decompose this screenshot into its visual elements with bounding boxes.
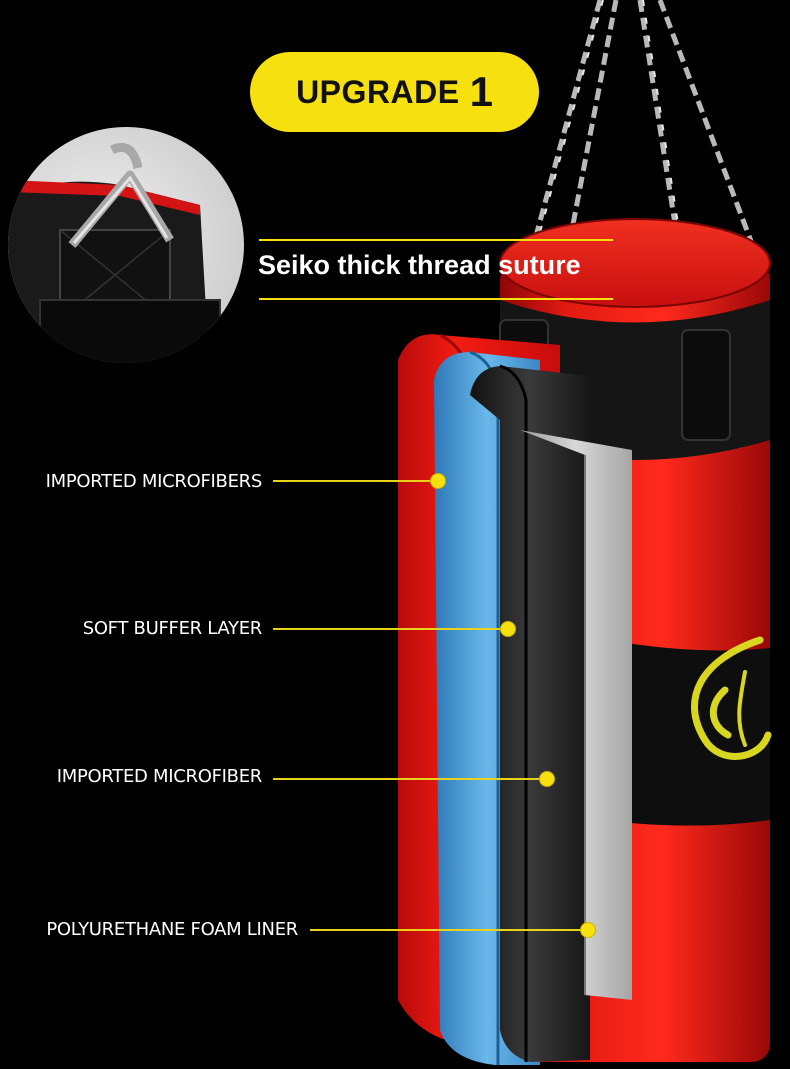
leader-line [310, 929, 588, 931]
headline: Seiko thick thread suture [258, 250, 581, 280]
layer-cutaway [398, 333, 632, 1065]
badge-text: UPGRADE [296, 73, 460, 110]
callout-dot [430, 473, 446, 489]
callout-dot [500, 621, 516, 637]
headline-rule-top [259, 239, 613, 241]
layer-label-microfiber: IMPORTED MICROFIBER [56, 766, 263, 787]
badge-number: 1 [469, 68, 493, 115]
upgrade-badge: UPGRADE 1 [250, 52, 539, 132]
stitching-detail-inset [8, 127, 244, 363]
leader-line [273, 628, 508, 630]
callout-dot [539, 771, 555, 787]
callout-dot [580, 922, 596, 938]
leader-line [273, 778, 547, 780]
layer-label-buffer: SOFT BUFFER LAYER [82, 618, 263, 639]
dragon-emblem-icon [691, 636, 772, 760]
layer-label-microfibers: IMPORTED MICROFIBERS [45, 471, 263, 492]
leader-line [273, 480, 438, 482]
layer-label-foam-liner: POLYURETHANE FOAM LINER [46, 919, 298, 940]
headline-rule-bottom [259, 298, 613, 300]
